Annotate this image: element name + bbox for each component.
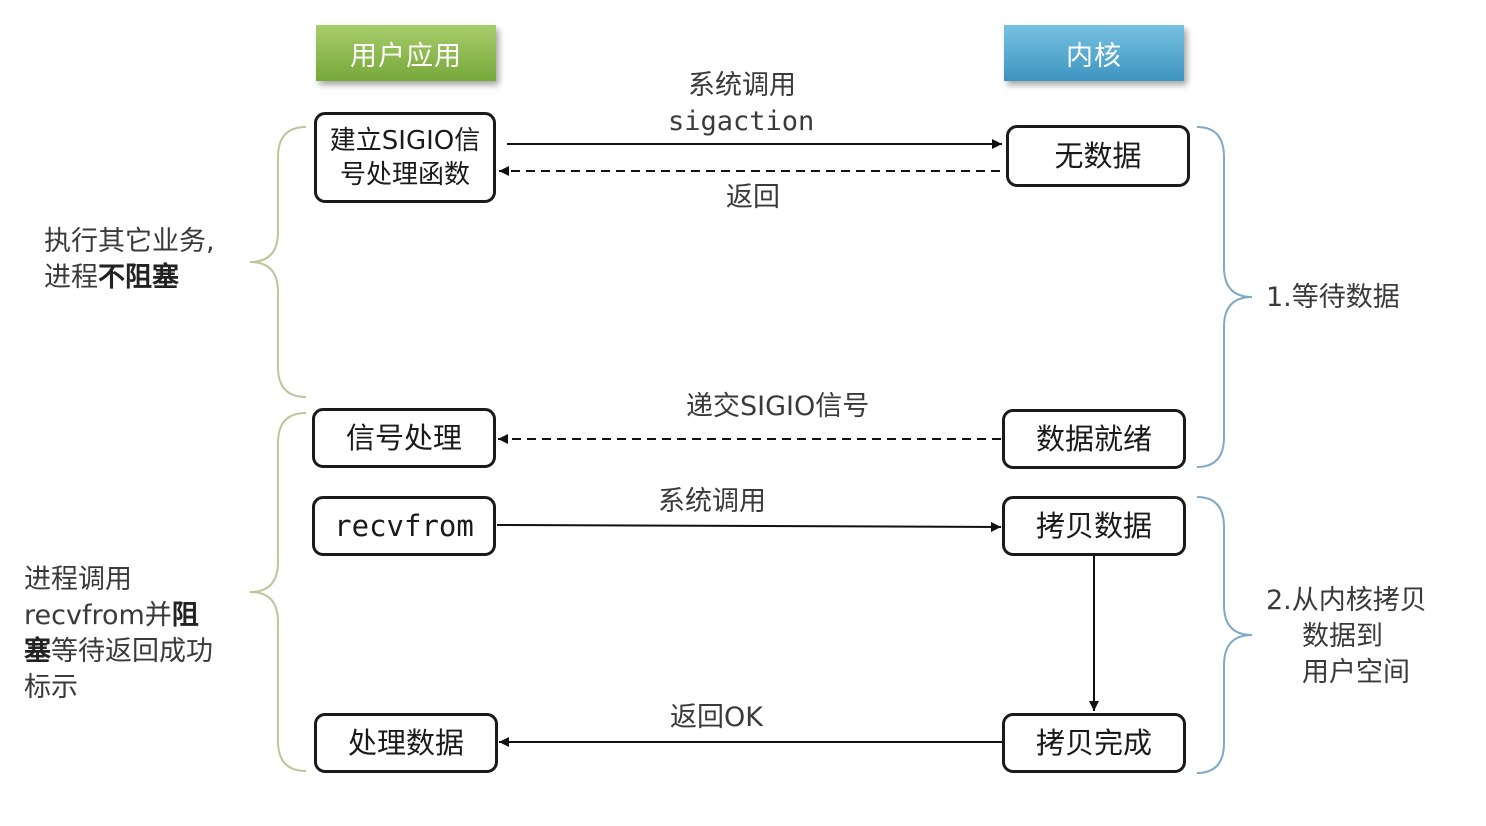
note2-line2-prefix: recvfrom并 xyxy=(24,600,172,631)
setup-sigio-handler-box: 建立SIGIO信 号处理函数 xyxy=(314,112,496,203)
label-syscall-1: 系统调用 xyxy=(688,70,796,101)
label-sigaction: sigaction xyxy=(668,106,815,137)
label-syscall-2: 系统调用 xyxy=(658,486,766,517)
note-nonblocking: 执行其它业务, 进程不阻塞 xyxy=(44,224,254,296)
copy-done-box: 拷贝完成 xyxy=(1002,713,1186,773)
copy-data-box: 拷贝数据 xyxy=(1002,496,1186,556)
stage2-line1: 2.从内核拷贝 xyxy=(1266,585,1427,616)
stage2-line3: 用户空间 xyxy=(1302,657,1410,688)
recvfrom-box: recvfrom xyxy=(312,496,496,556)
stage2-label: 2.从内核拷贝 数据到 用户空间 xyxy=(1266,583,1466,691)
stage1-label: 1.等待数据 xyxy=(1266,282,1400,313)
setup-box-line2: 号处理函数 xyxy=(339,159,470,190)
no-data-box: 无数据 xyxy=(1006,125,1190,187)
note2-line2-bold: 阻 xyxy=(171,600,199,631)
note2-line1: 进程调用 xyxy=(24,564,132,595)
left-brace-nonblocking xyxy=(249,126,307,398)
arrow-syscall-recvfrom xyxy=(496,521,1002,532)
signal-handler-box: 信号处理 xyxy=(312,408,496,468)
note1-line2: 进程不阻塞 xyxy=(44,260,254,296)
label-return: 返回 xyxy=(726,182,780,213)
note2-line3: 塞等待返回成功 xyxy=(24,634,254,670)
stage2-line2: 数据到 xyxy=(1302,621,1383,652)
setup-box-line1: 建立SIGIO信 xyxy=(329,125,481,156)
data-ready-box: 数据就绪 xyxy=(1002,409,1186,469)
note2-line3-bold: 塞 xyxy=(24,636,51,667)
note1-line2-prefix: 进程 xyxy=(44,262,98,293)
right-brace-copy-data xyxy=(1196,496,1253,774)
note2-line4: 标示 xyxy=(24,672,78,703)
label-deliver-sigio: 递交SIGIO信号 xyxy=(686,391,870,422)
process-data-box: 处理数据 xyxy=(314,713,498,773)
note-blocking: 进程调用 recvfrom并阻 塞等待返回成功 标示 xyxy=(24,562,254,706)
kernel-header: 内核 xyxy=(1004,25,1184,81)
user-app-header: 用户应用 xyxy=(316,25,496,81)
label-return-ok: 返回OK xyxy=(670,702,763,733)
right-brace-wait-data xyxy=(1196,126,1253,468)
note1-line1: 执行其它业务, xyxy=(44,226,215,257)
left-brace-blocking xyxy=(249,412,307,772)
note2-line3-suffix: 等待返回成功 xyxy=(51,636,213,667)
note1-line2-bold: 不阻塞 xyxy=(98,262,179,293)
note2-line2: recvfrom并阻 xyxy=(24,598,254,634)
